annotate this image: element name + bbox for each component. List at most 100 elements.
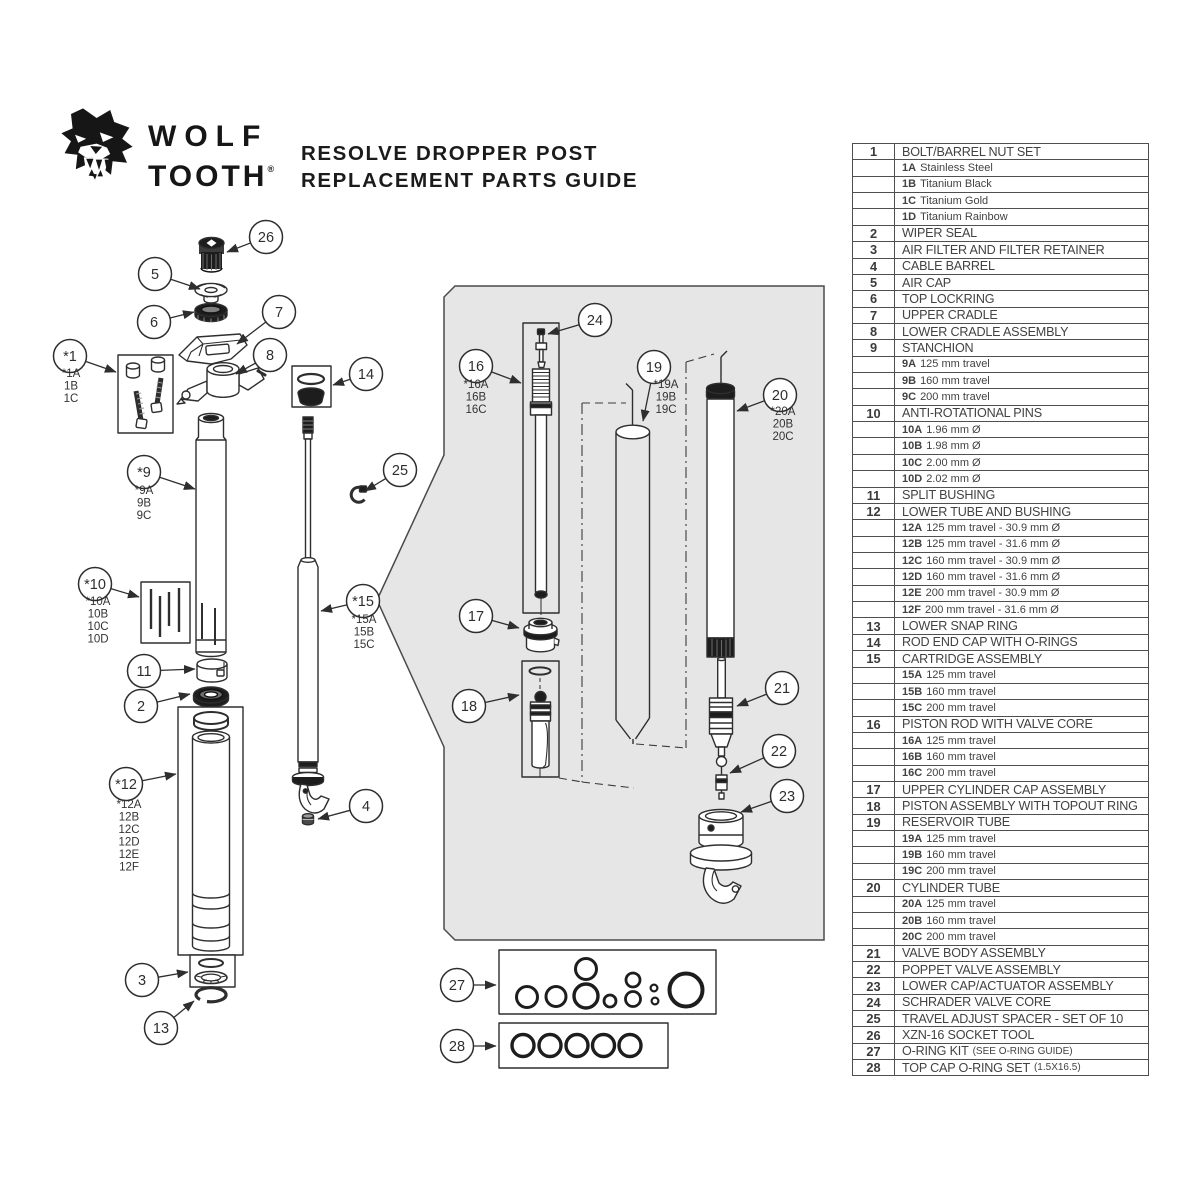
- row-number: 28: [853, 1060, 895, 1076]
- row-description: CYLINDER TUBE: [902, 880, 1000, 895]
- phantom-lines: [558, 353, 715, 789]
- callout-27: 27: [439, 967, 497, 1003]
- part-air-cap: [194, 282, 228, 304]
- row-number: [853, 732, 895, 749]
- callout-number: 16: [468, 359, 484, 375]
- callout-circle: [123, 688, 159, 724]
- row-description: WIPER SEAL: [902, 226, 977, 241]
- callout-number: 25: [392, 463, 408, 479]
- row-number: [853, 585, 895, 602]
- callout-arrow: [320, 604, 348, 613]
- row-description: UPPER CYLINDER CAP ASSEMBLY: [902, 782, 1107, 797]
- callout-sublabel: *9A: [135, 485, 154, 497]
- callout-arrow: [736, 400, 765, 412]
- row-number: 26: [853, 1027, 895, 1043]
- row-description: VALVE BODY ASSEMBLY: [902, 946, 1046, 961]
- part-o-ring-kit-box: [498, 949, 717, 1015]
- page-title: RESOLVE DROPPER POST REPLACEMENT PARTS G…: [301, 141, 638, 194]
- part-cable-barrel: [301, 813, 315, 826]
- table-row: 12 LOWER TUBE AND BUSHING: [853, 503, 1148, 521]
- callout-circle: [248, 219, 284, 255]
- callout-17: 17: [458, 598, 520, 634]
- row-description: LOWER CAP/ACTUATOR ASSEMBLY: [902, 979, 1114, 993]
- callout-number: 5: [151, 267, 159, 283]
- callout-3: 3: [124, 962, 189, 998]
- part-top-lockring: [194, 302, 228, 323]
- row-number: [853, 683, 895, 700]
- row-number: [853, 896, 895, 912]
- callout-sublabel: *12A: [117, 799, 142, 811]
- callout-number: 21: [774, 681, 790, 697]
- row-number: 6: [853, 291, 895, 307]
- callout-number: 7: [275, 305, 283, 321]
- callout-sublabel: 10C: [87, 621, 108, 633]
- callout-11: 11: [126, 653, 196, 689]
- row-number: 20: [853, 880, 895, 896]
- callout-circle: [108, 766, 144, 802]
- row-description: LOWER SNAP RING: [902, 619, 1018, 634]
- callout-circle: [577, 302, 613, 338]
- row-number: [853, 356, 895, 373]
- row-number: 11: [853, 487, 895, 503]
- callout-sublabel: 9B: [137, 498, 151, 510]
- callout-circle: [762, 377, 798, 413]
- row-number: 21: [853, 945, 895, 961]
- callout-circle: [764, 670, 800, 706]
- callout-sublabel: 20B: [773, 419, 794, 431]
- callout-8: 8: [235, 337, 288, 375]
- row-description: TOP CAP O-RING SET(1.5X16.5): [902, 1060, 1081, 1075]
- row-number: 14: [853, 634, 895, 651]
- callout-layer: 265678*1*1A1B1C14*9*9A9B9C*10*10A10B10C1…: [52, 219, 805, 1064]
- callout-arrow: [484, 692, 520, 704]
- callout-number: *10: [84, 577, 106, 593]
- callout-arrow: [364, 477, 387, 492]
- callout-sublabel: 10B: [88, 609, 109, 621]
- row-number: [853, 209, 895, 225]
- callout-circle: [126, 454, 162, 490]
- part-cylinder-tube: [705, 350, 736, 699]
- callout-arrow: [85, 360, 117, 373]
- row-number: [853, 912, 895, 929]
- callout-sublabel: 15B: [354, 627, 375, 639]
- callout-arrow: [332, 377, 351, 386]
- callout-arrow: [235, 362, 256, 375]
- part-upper-cradle: [178, 333, 248, 365]
- wolf-tooth-logo: [61, 108, 133, 180]
- callout-circle: [451, 688, 487, 724]
- callout-sublabel: 1B: [64, 381, 78, 393]
- callout-4: 4: [317, 788, 384, 824]
- row-number: [853, 422, 895, 438]
- row-description: LOWER CRADLE ASSEMBLY: [902, 324, 1069, 339]
- row-description: LOWER TUBE AND BUSHING: [902, 504, 1071, 519]
- row-number: 9: [853, 340, 895, 356]
- part-lower-snap-ring: [194, 986, 228, 1004]
- callout-sublabel: 12C: [118, 824, 139, 836]
- row-description: UPPER CRADLE: [902, 308, 998, 323]
- row-number: 12: [853, 503, 895, 520]
